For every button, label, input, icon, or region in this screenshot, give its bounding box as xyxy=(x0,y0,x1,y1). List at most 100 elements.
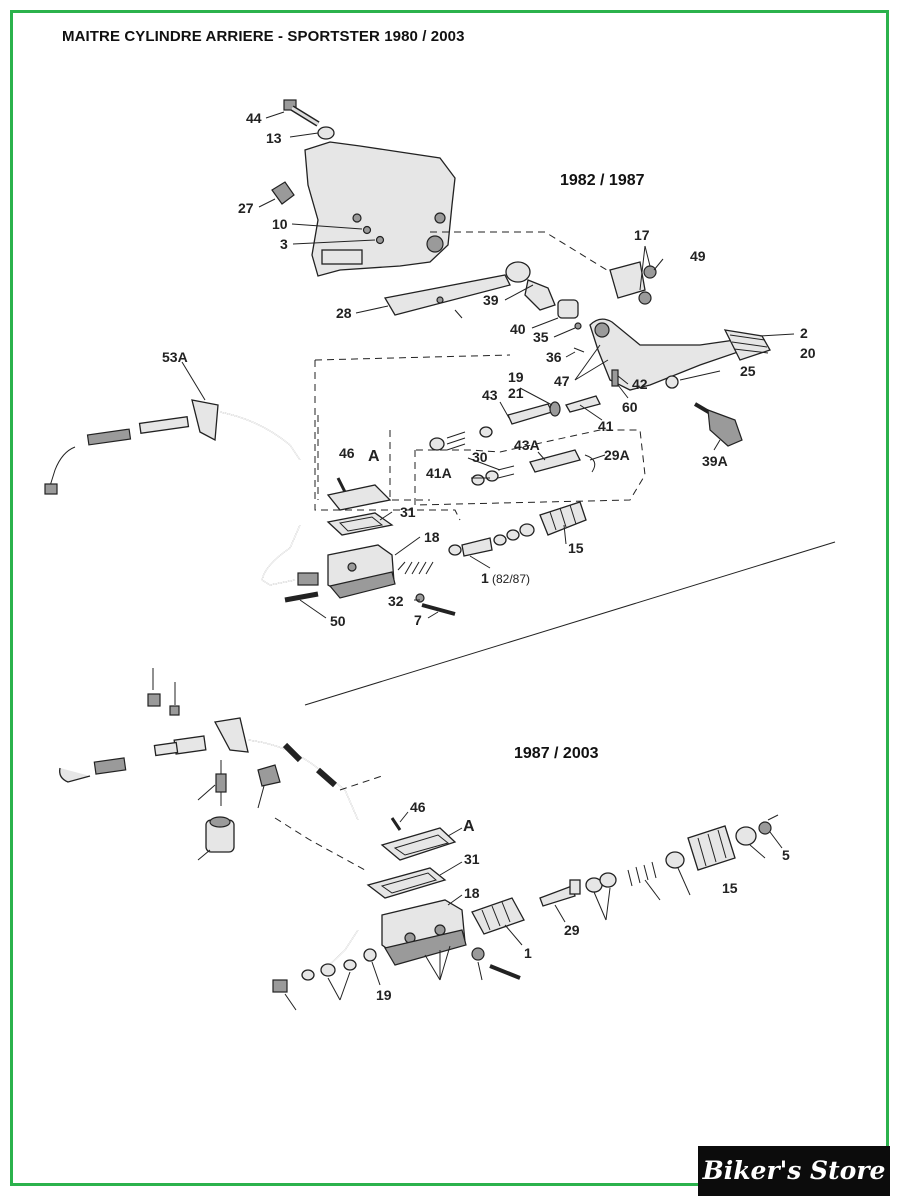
rod-28 xyxy=(383,274,511,316)
master-cylinder-body-18 xyxy=(327,544,396,599)
label-42: 42 xyxy=(632,376,648,392)
label-15-lower: 15 xyxy=(722,880,738,896)
label-50: 50 xyxy=(330,613,346,629)
nut-5 xyxy=(758,821,772,835)
spring-41a xyxy=(471,465,515,486)
label-40: 40 xyxy=(510,321,526,337)
lower-brake-line xyxy=(59,717,359,973)
screw-46-lower xyxy=(390,817,402,831)
label-32: 32 xyxy=(388,593,404,609)
label-7: 7 xyxy=(414,612,422,628)
label-47: 47 xyxy=(554,373,570,389)
label-36: 36 xyxy=(546,349,562,365)
label-10: 10 xyxy=(272,216,288,232)
bolt-50 xyxy=(284,591,319,603)
label-a: A xyxy=(368,448,380,465)
label-46-lower: 46 xyxy=(410,799,426,815)
washer-lower-c xyxy=(665,851,685,869)
boot-15-lower xyxy=(687,825,736,871)
page-title: MAITRE CYLINDRE ARRIERE - SPORTSTER 1980… xyxy=(62,28,465,45)
pin-42 xyxy=(611,369,619,387)
switch-lower xyxy=(215,760,227,806)
label-1: 1 xyxy=(481,570,489,586)
label-29a: 29A xyxy=(604,447,630,463)
label-1-note: (82/87) xyxy=(492,572,530,586)
label-1-lower: 1 xyxy=(524,945,532,961)
label-19: 19 xyxy=(508,369,524,385)
gasket-31-lower xyxy=(366,867,447,899)
lower-labels: 46 A 31 18 5 15 29 1 19 xyxy=(376,799,790,1003)
label-25: 25 xyxy=(740,363,756,379)
label-21: 21 xyxy=(508,385,524,401)
cover-plate xyxy=(304,141,456,277)
label-17: 17 xyxy=(634,227,650,243)
label-28: 28 xyxy=(336,305,352,321)
label-3: 3 xyxy=(280,236,288,252)
brake-line-53a xyxy=(44,399,301,586)
label-31: 31 xyxy=(400,504,416,520)
brake-pedal-2 xyxy=(589,318,771,391)
banjo-fitting xyxy=(297,572,319,586)
boot-15 xyxy=(539,501,587,536)
switch-39a xyxy=(693,402,743,447)
bolt-top xyxy=(147,693,161,707)
master-cylinder-body-18-lower xyxy=(381,899,467,966)
spring-25 xyxy=(665,375,679,389)
washer-lower-b xyxy=(599,872,617,888)
label-53a: 53A xyxy=(162,349,188,365)
fitting-27 xyxy=(258,181,295,208)
part-10 xyxy=(362,225,372,235)
gasket-31 xyxy=(326,512,394,536)
washer-32 xyxy=(415,593,425,603)
section-label-upper: 1982 / 1987 xyxy=(560,172,645,189)
upper-leader-lines xyxy=(181,111,795,619)
lower-assembly xyxy=(59,668,772,993)
label-13: 13 xyxy=(266,130,282,146)
banjo-bolt-lower xyxy=(272,979,288,993)
label-5-lower: 5 xyxy=(782,847,790,863)
label-18-lower: 18 xyxy=(464,885,480,901)
bolt-7 xyxy=(421,603,456,616)
washer-13 xyxy=(317,126,335,140)
label-31-lower: 31 xyxy=(464,851,480,867)
label-20: 20 xyxy=(800,345,816,361)
label-18: 18 xyxy=(424,529,440,545)
diagram-frame xyxy=(10,10,889,1186)
label-44: 44 xyxy=(246,110,262,126)
label-19-lower: 19 xyxy=(376,987,392,1003)
bushing-40 xyxy=(557,299,579,319)
upper-labels: 44 13 27 10 3 28 17 49 39 40 35 36 2 20 … xyxy=(162,110,816,629)
screw-46 xyxy=(336,477,347,493)
rod-41 xyxy=(565,395,601,413)
label-29-lower: 29 xyxy=(564,922,580,938)
label-43a: 43A xyxy=(514,437,540,453)
clevis-39 xyxy=(505,261,556,311)
label-2: 2 xyxy=(800,325,808,341)
part-3 xyxy=(375,235,385,245)
label-41a: 41A xyxy=(426,465,452,481)
bolt-44 xyxy=(283,99,320,127)
clip-29a xyxy=(584,454,596,473)
label-30: 30 xyxy=(472,449,488,465)
spring-lower xyxy=(627,861,657,887)
label-49: 49 xyxy=(690,248,706,264)
lower-leader-lines xyxy=(197,784,783,1011)
pushrod-43a xyxy=(529,449,581,473)
label-39: 39 xyxy=(483,292,499,308)
bracket-17 xyxy=(609,261,657,305)
label-60: 60 xyxy=(622,399,638,415)
washer-lower-d xyxy=(735,826,757,846)
label-39a: 39A xyxy=(702,453,728,469)
spring-30 xyxy=(429,426,493,451)
brand-logo: Biker's Store xyxy=(698,1146,890,1196)
label-43: 43 xyxy=(482,387,498,403)
cover-a xyxy=(326,484,392,511)
label-15: 15 xyxy=(568,540,584,556)
section-label-lower: 1987 / 2003 xyxy=(514,745,599,762)
label-41: 41 xyxy=(598,418,614,434)
upper-assembly xyxy=(44,99,836,706)
clip-lower xyxy=(257,764,281,787)
label-35: 35 xyxy=(533,329,549,345)
piston-assembly-1-lower xyxy=(471,897,525,935)
